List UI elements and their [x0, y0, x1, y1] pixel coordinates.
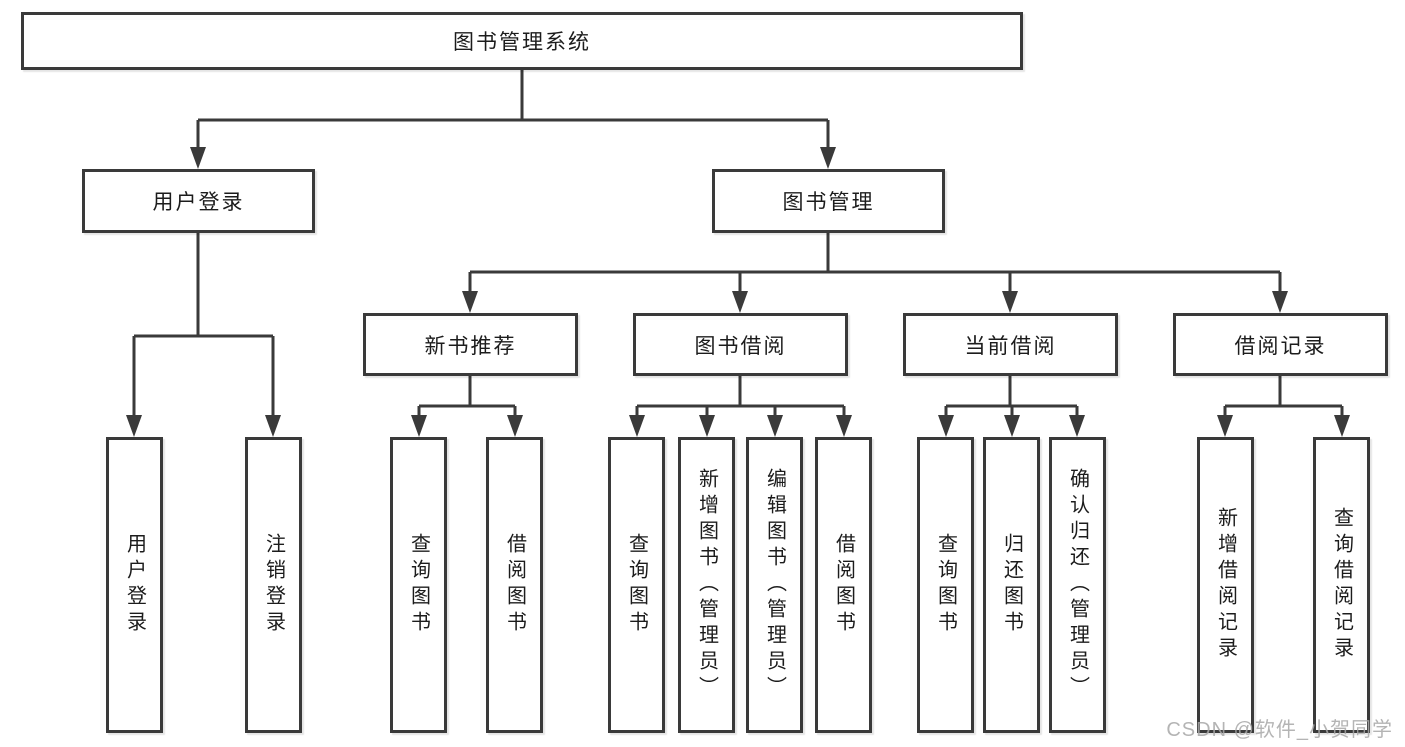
leaf-query-borrow-record: 查询借阅记录 — [1313, 437, 1370, 733]
arrowhead-borrow-record-split — [1217, 415, 1350, 437]
leaf-query-books-current: 查询图书 — [917, 437, 974, 733]
connector-book-mgmt-split — [468, 233, 1282, 296]
leaf-query-books-recommend: 查询图书 — [390, 437, 447, 733]
leaf-borrow-books-borrowing: 借阅图书 — [815, 437, 872, 733]
node-current-borrowing: 当前借阅 — [903, 313, 1118, 376]
connector-book-borrow-split — [635, 376, 846, 421]
leaf-return-books: 归还图书 — [983, 437, 1040, 733]
leaf-borrow-books-recommend: 借阅图书 — [486, 437, 543, 733]
arrowhead-new-book-split — [411, 415, 523, 437]
connector-user-login-split — [132, 233, 275, 421]
arrowhead-current-borrow-split — [938, 415, 1085, 437]
csdn-watermark: CSDN @软件_小贺同学 — [1166, 719, 1393, 741]
leaf-query-books-borrowing: 查询图书 — [608, 437, 665, 733]
connector-borrow-record-split — [1223, 376, 1344, 421]
leaf-confirm-return-admin: 确认归还（管理员） — [1049, 437, 1106, 733]
connector-current-borrow-split — [944, 376, 1079, 421]
arrowhead-book-mgmt-split — [462, 291, 1288, 313]
connector-new-book-split — [417, 376, 517, 421]
leaf-user-login: 用户登录 — [106, 437, 163, 733]
node-book-management: 图书管理 — [712, 169, 945, 233]
arrowhead-user-login-split — [126, 415, 281, 437]
node-book-borrowing: 图书借阅 — [633, 313, 848, 376]
node-library-management-system: 图书管理系统 — [21, 12, 1023, 70]
leaf-add-books-admin: 新增图书（管理员） — [678, 437, 735, 733]
connector-root-split — [196, 70, 830, 152]
arrowhead-book-borrow-split — [629, 415, 852, 437]
node-user-login: 用户登录 — [82, 169, 315, 233]
node-new-book-recommend: 新书推荐 — [363, 313, 578, 376]
leaf-add-borrow-record: 新增借阅记录 — [1197, 437, 1254, 733]
leaf-edit-books-admin: 编辑图书（管理员） — [746, 437, 803, 733]
leaf-logout: 注销登录 — [245, 437, 302, 733]
arrowhead-root-split — [190, 147, 836, 169]
node-borrowing-records: 借阅记录 — [1173, 313, 1388, 376]
